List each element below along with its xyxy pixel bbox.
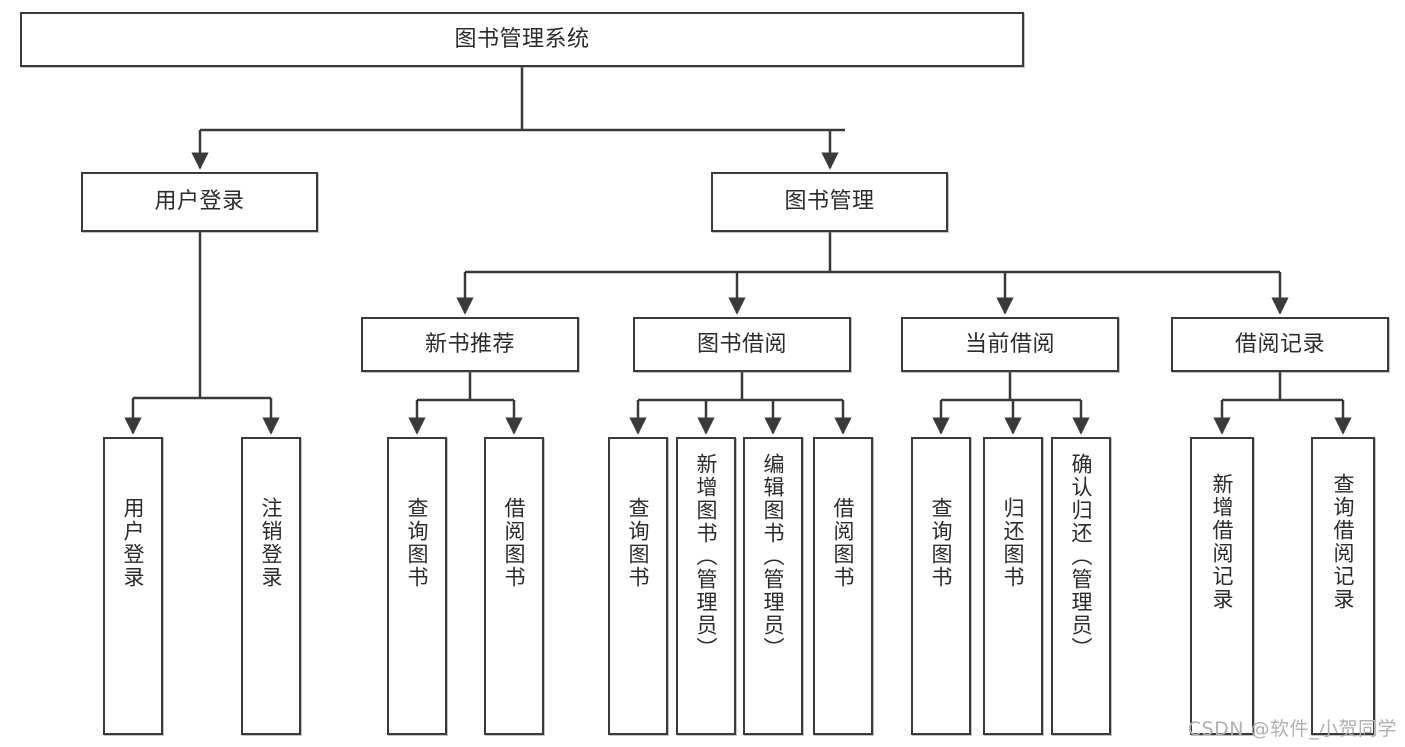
node-leaf-query-book-1[interactable]: 查询图书	[387, 437, 447, 735]
node-leaf-add-borrow-record[interactable]: 新增借阅记录	[1190, 437, 1254, 735]
node-new-book-recommend[interactable]: 新书推荐	[361, 317, 579, 372]
node-user-login-label: 用户登录	[154, 189, 245, 214]
node-new-book-recommend-label: 新书推荐	[424, 331, 515, 357]
node-leaf-confirm-return-label: 确认归还（管理员）	[1069, 453, 1094, 660]
node-book-management-label: 图书管理	[784, 189, 875, 214]
node-leaf-query-borrow-record[interactable]: 查询借阅记录	[1311, 437, 1375, 735]
node-leaf-add-borrow-record-label: 新增借阅记录	[1210, 473, 1235, 611]
node-leaf-query-book-2-label: 查询图书	[626, 497, 651, 589]
node-current-borrow-label: 当前借阅	[964, 331, 1055, 357]
node-leaf-borrow-book-1[interactable]: 借阅图书	[484, 437, 544, 735]
node-borrow-record[interactable]: 借阅记录	[1171, 317, 1389, 372]
node-leaf-return-book-label: 归还图书	[1001, 497, 1026, 589]
node-leaf-borrow-book-1-label: 借阅图书	[502, 497, 527, 589]
node-leaf-query-book-1-label: 查询图书	[405, 497, 430, 589]
node-borrow-record-label: 借阅记录	[1234, 331, 1325, 357]
node-leaf-edit-book-label: 编辑图书（管理员）	[761, 453, 786, 660]
node-leaf-query-book-3-label: 查询图书	[929, 497, 954, 589]
node-root-label: 图书管理系统	[454, 26, 590, 52]
node-leaf-user-login-label: 用户登录	[121, 497, 146, 589]
node-leaf-query-book-2[interactable]: 查询图书	[608, 437, 668, 735]
node-leaf-add-book-label: 新增图书（管理员）	[694, 453, 719, 660]
node-leaf-add-book[interactable]: 新增图书（管理员）	[676, 437, 736, 735]
node-leaf-edit-book[interactable]: 编辑图书（管理员）	[743, 437, 803, 735]
node-book-management[interactable]: 图书管理	[711, 172, 948, 232]
node-leaf-logout-label: 注销登录	[259, 497, 284, 589]
node-leaf-borrow-book-2[interactable]: 借阅图书	[813, 437, 873, 735]
node-leaf-logout[interactable]: 注销登录	[241, 437, 301, 735]
node-root[interactable]: 图书管理系统	[20, 12, 1024, 67]
node-leaf-confirm-return[interactable]: 确认归还（管理员）	[1051, 437, 1111, 735]
node-current-borrow[interactable]: 当前借阅	[901, 317, 1119, 372]
node-user-login[interactable]: 用户登录	[81, 172, 318, 232]
node-leaf-user-login[interactable]: 用户登录	[103, 437, 163, 735]
node-leaf-borrow-book-2-label: 借阅图书	[831, 497, 856, 589]
node-leaf-query-borrow-record-label: 查询借阅记录	[1331, 473, 1356, 611]
node-leaf-return-book[interactable]: 归还图书	[983, 437, 1043, 735]
node-book-borrow[interactable]: 图书借阅	[633, 317, 851, 372]
node-leaf-query-book-3[interactable]: 查询图书	[911, 437, 971, 735]
node-book-borrow-label: 图书借阅	[696, 331, 787, 357]
